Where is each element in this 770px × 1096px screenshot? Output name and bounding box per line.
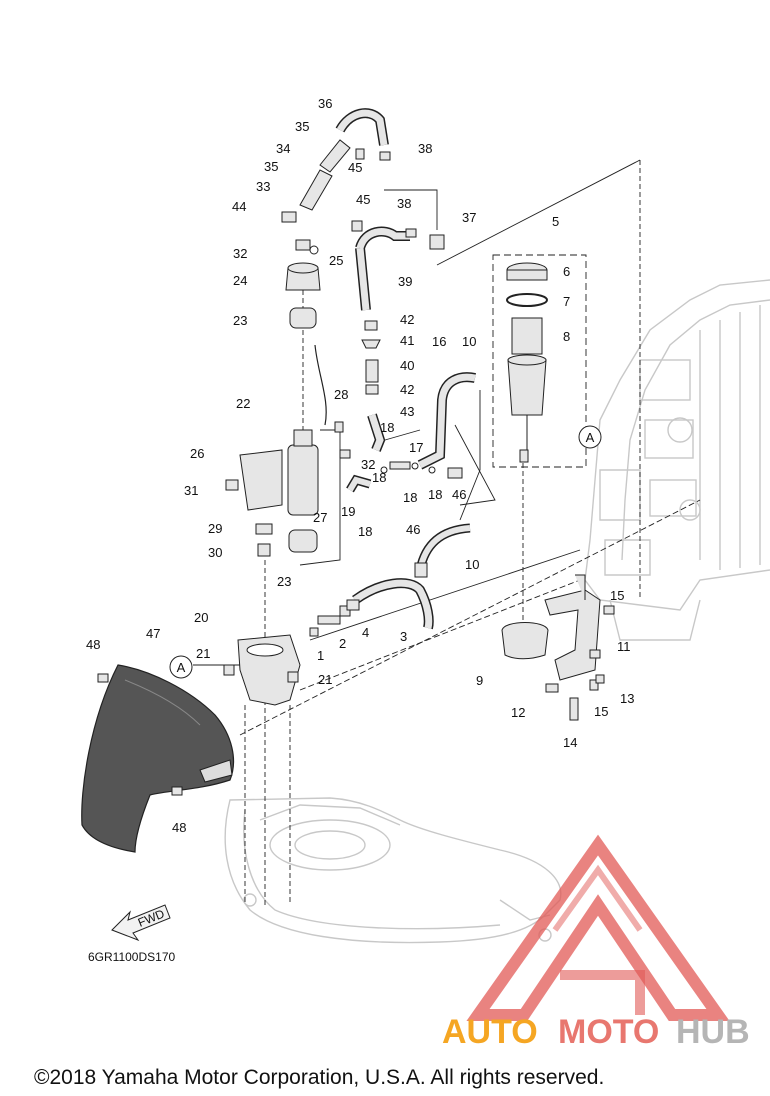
callout-11: 11 xyxy=(617,639,631,654)
water-separator-assembly xyxy=(501,262,615,721)
callout-9: 9 xyxy=(476,673,483,688)
callout-18a: 18 xyxy=(380,420,394,435)
callout-23a: 23 xyxy=(233,313,247,328)
callout-5: 5 xyxy=(552,214,559,229)
callout-13: 13 xyxy=(620,691,634,706)
fuel-filter-assembly xyxy=(237,139,351,706)
callout-46b: 46 xyxy=(406,522,420,537)
callout-4: 4 xyxy=(362,625,369,640)
watermark-logo xyxy=(466,834,730,1021)
callout-25: 25 xyxy=(329,253,343,268)
callout-10a: 10 xyxy=(462,334,476,349)
callout-labels: 1 2 3 4 5 6 7 8 9 10 10 11 12 13 14 15 1… xyxy=(86,96,634,835)
callout-33: 33 xyxy=(256,179,270,194)
callout-23b: 23 xyxy=(277,574,291,589)
svg-text:A: A xyxy=(177,660,186,675)
callout-17: 17 xyxy=(409,440,423,455)
callout-3: 3 xyxy=(400,629,407,644)
callout-18b: 18 xyxy=(372,470,386,485)
callout-28: 28 xyxy=(334,387,348,402)
callout-14: 14 xyxy=(563,735,577,750)
callout-34: 34 xyxy=(276,141,290,156)
callout-47: 47 xyxy=(146,626,160,641)
callout-45b: 45 xyxy=(356,192,370,207)
callout-20: 20 xyxy=(194,610,208,625)
callout-48a: 48 xyxy=(86,637,100,652)
callout-22: 22 xyxy=(236,396,250,411)
reference-mark-a-2: A xyxy=(169,655,193,679)
callout-39: 39 xyxy=(398,274,412,289)
callout-15a: 15 xyxy=(610,588,624,603)
callout-44: 44 xyxy=(232,199,246,214)
callout-32a: 32 xyxy=(233,246,247,261)
callout-48b: 48 xyxy=(172,820,186,835)
callout-42b: 42 xyxy=(400,382,414,397)
callout-42a: 42 xyxy=(400,312,414,327)
callout-27: 27 xyxy=(313,510,327,525)
callout-38a: 38 xyxy=(418,141,432,156)
svg-text:MOTO: MOTO xyxy=(558,1013,659,1051)
callout-24: 24 xyxy=(233,273,247,288)
callout-46a: 46 xyxy=(452,487,466,502)
callout-8: 8 xyxy=(563,329,570,344)
callout-30: 30 xyxy=(208,545,222,560)
callout-37: 37 xyxy=(462,210,476,225)
svg-text:FWD: FWD xyxy=(136,906,167,929)
callout-31: 31 xyxy=(184,483,198,498)
callout-40: 40 xyxy=(400,358,414,373)
callout-2: 2 xyxy=(339,636,346,651)
callout-6: 6 xyxy=(563,264,570,279)
callout-35b: 35 xyxy=(264,159,278,174)
reference-mark-a-1: A xyxy=(578,425,602,449)
callout-32b: 32 xyxy=(361,457,375,472)
callout-45a: 45 xyxy=(348,160,362,175)
callout-38b: 38 xyxy=(397,196,411,211)
diagram-code: 6GR1100DS170 xyxy=(88,950,175,964)
callout-15b: 15 xyxy=(594,704,608,719)
svg-text:AUTO: AUTO xyxy=(442,1013,538,1051)
copyright-notice: ©2018 Yamaha Motor Corporation, U.S.A. A… xyxy=(34,1066,604,1089)
callout-36: 36 xyxy=(318,96,332,111)
engine-block-outline xyxy=(584,279,770,641)
hoses xyxy=(314,108,476,630)
callout-7: 7 xyxy=(563,294,570,309)
small-fittings xyxy=(97,148,463,796)
callout-16: 16 xyxy=(432,334,446,349)
fwd-arrow: FWD xyxy=(111,904,171,942)
callout-19: 19 xyxy=(341,504,355,519)
callout-21b: 21 xyxy=(318,672,332,687)
callout-1: 1 xyxy=(317,648,324,663)
callout-41: 41 xyxy=(400,333,414,348)
svg-text:A: A xyxy=(586,430,595,445)
cover-part-47 xyxy=(81,664,235,853)
callout-12: 12 xyxy=(511,705,525,720)
callout-18c: 18 xyxy=(403,490,417,505)
bottom-cowling-outline xyxy=(224,797,562,944)
callout-18d: 18 xyxy=(428,487,442,502)
callout-18e: 18 xyxy=(358,524,372,539)
callout-21a: 21 xyxy=(196,646,210,661)
watermark-text: AUTO MOTO HUB xyxy=(442,1013,750,1051)
callout-26: 26 xyxy=(190,446,204,461)
callout-29: 29 xyxy=(208,521,222,536)
callout-43: 43 xyxy=(400,404,414,419)
callout-10b: 10 xyxy=(465,557,479,572)
svg-text:HUB: HUB xyxy=(676,1013,750,1051)
callout-35a: 35 xyxy=(295,119,309,134)
leader-lines xyxy=(193,159,701,905)
